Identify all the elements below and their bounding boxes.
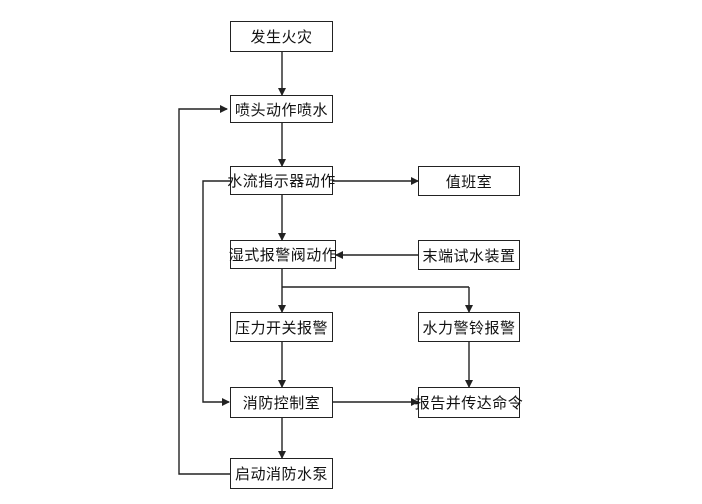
node-fire-control-label: 消防控制室 xyxy=(242,394,321,412)
node-sprinkler-label: 喷头动作喷水 xyxy=(234,100,328,119)
node-flow-indicator-label: 水流指示器动作 xyxy=(227,172,336,190)
node-fire-label: 发生火灾 xyxy=(250,28,313,46)
arrow-pump-to-sprinkler xyxy=(178,105,230,475)
node-control-room: 值班室 xyxy=(418,166,520,196)
arrow-flow-to-fire-control xyxy=(202,180,230,406)
node-alarm-valve-label: 湿式报警阀动作 xyxy=(228,246,338,264)
node-pressure-switch: 压力开关报警 xyxy=(230,312,333,342)
node-alarm-valve: 湿式报警阀动作 xyxy=(228,240,338,269)
node-test-device: 末端试水装置 xyxy=(418,240,520,270)
node-pressure-switch-label: 压力开关报警 xyxy=(234,318,328,337)
node-test-device-label: 末端试水装置 xyxy=(422,246,516,265)
node-control-room-label: 值班室 xyxy=(445,172,493,191)
node-flow-indicator: 水流指示器动作 xyxy=(227,166,336,195)
node-report: 报告并传达命令 xyxy=(415,387,523,418)
node-hydraulic-bell-label: 水力警铃报警 xyxy=(422,318,516,337)
node-fire: 发生火灾 xyxy=(230,21,333,52)
node-fire-control: 消防控制室 xyxy=(230,387,333,418)
node-start-pump-label: 启动消防水泵 xyxy=(234,465,328,483)
node-sprinkler: 喷头动作喷水 xyxy=(230,95,333,123)
node-start-pump: 启动消防水泵 xyxy=(230,458,333,489)
node-hydraulic-bell: 水力警铃报警 xyxy=(418,312,520,342)
node-report-label: 报告并传达命令 xyxy=(414,394,524,412)
